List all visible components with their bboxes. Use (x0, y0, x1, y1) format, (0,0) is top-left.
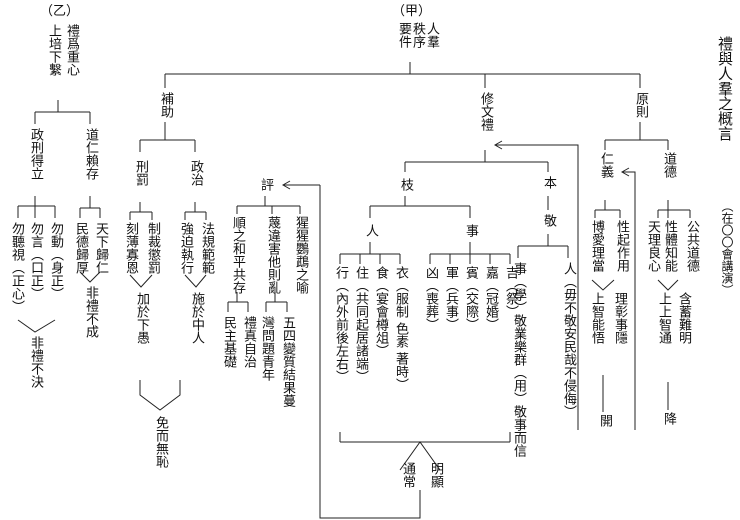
zhi-ren-item-2: 食（宴會樽俎） (373, 266, 388, 357)
zhengzhi-result: 施於中人 (189, 292, 204, 344)
diagram-subtitle: （在〇〇會講演） (720, 200, 734, 296)
ren-yi-label: 仁義 (598, 152, 613, 178)
xingfa-result: 加於下愚 (134, 292, 149, 344)
buzhu-label: 補助 (158, 92, 173, 118)
xingfa-col-b: 刻薄寡恩 (123, 222, 138, 274)
daoren-result: 非禮不成 (83, 286, 98, 338)
section-a-root-line-3: 要件 (396, 22, 411, 48)
section-a-mark: （甲） (392, 4, 432, 19)
ping-col-c: 順之和平共存 (230, 216, 245, 294)
ren-yi-result: 開 (597, 414, 612, 427)
zhengzhi-col-a: 法規範範 (199, 222, 214, 274)
daode-result: 降 (661, 412, 676, 425)
zhengzhi-label: 政治 (188, 160, 203, 186)
ben-col-a: 人（毋不敬安民哉不侵侮） (561, 262, 576, 418)
zhi-label: 枝 (398, 178, 413, 191)
ping-col-b: 蔑違害他則亂 (265, 216, 280, 294)
daode-col-b: 性體知能 (662, 220, 677, 272)
ren-yi-col-b: 博愛理當 (589, 220, 604, 272)
zhengxing-item-1: 勿動（身正） (48, 222, 63, 300)
daode-note-b: 上上智通 (656, 292, 671, 344)
ping-col-c-sub-b: 民主基礎 (221, 316, 236, 368)
ren-yi-note-b: 上智能悟 (589, 292, 604, 344)
daode-col-c: 天理良心 (645, 220, 660, 272)
section-b-root-line-2: 上培下繫 (46, 24, 61, 76)
jing-label: 敬 (541, 214, 556, 227)
ping-col-b-sub-a: 五四變質結果蔓 (280, 316, 295, 407)
zhi-note-a: 明顯 (428, 462, 443, 488)
ben-col-b: 事（學）敬業樂群（用）敬事而信 (511, 262, 526, 457)
zhi-ren-label: 人 (363, 224, 378, 237)
xingfa-label: 刑罰 (133, 160, 148, 186)
zhengxing-label: 政刑得立 (28, 128, 43, 180)
zhengxing-item-3: 勿聽視（正心） (9, 222, 24, 313)
section-a-root-line-1: 人羣 (424, 22, 439, 48)
xingfa-col-a: 制裁懲罰 (145, 222, 160, 274)
zhengxing-item-2: 勿言（口正） (28, 222, 43, 300)
ren-yi-note-a: 理彰事隱 (612, 292, 627, 344)
ping-col-c-sub-a: 禮真自治 (241, 316, 256, 368)
zhi-shi-item-5: 凶（喪葬） (423, 266, 438, 331)
ben-label: 本 (541, 176, 556, 189)
zhi-ren-item-1: 衣（服制 色素 著時） (393, 266, 408, 392)
ren-yi-col-a: 性起作用 (614, 220, 629, 272)
diagram-title: 禮與人羣之概言 (716, 36, 734, 141)
zhengxing-result: 非禮不決 (28, 336, 43, 388)
daode-note-a: 含蓄難明 (676, 292, 691, 344)
xiuwenli-label: 修文禮 (478, 92, 493, 131)
zhi-ren-item-3: 住（共同起居諸端） (353, 266, 368, 383)
section-b-root-line-1: 禮爲重心 (64, 24, 79, 76)
zhi-note-b: 通常 (400, 462, 415, 488)
zhi-shi-item-4: 軍（兵事） (443, 266, 458, 331)
section-b-mark: （乙） (40, 4, 80, 19)
ping-col-b-sub-b: 灣問題青年 (259, 316, 274, 381)
section-a-root-line-2: 秩序 (410, 22, 425, 48)
daode-col-a: 公共道德 (684, 220, 699, 272)
zhi-ren-item-4: 行（內外前後左右） (333, 266, 348, 383)
ping-col-a: 猩猩鸚鵡之喻 (293, 216, 308, 294)
zhi-shi-item-3: 賓（交際） (463, 266, 478, 331)
daode-label: 道德 (661, 152, 676, 178)
principle-label: 原則 (633, 92, 648, 118)
zhengzhi-col-b: 強迫執行 (178, 222, 193, 274)
ping-label: 評 (258, 178, 273, 191)
daoren-label: 道仁賴存 (83, 128, 98, 180)
buzhu-final: 免而無恥 (153, 416, 168, 468)
daoren-col-a: 天下歸仁 (93, 222, 108, 274)
zhi-shi-label: 事 (463, 224, 478, 237)
zhi-shi-item-2: 嘉（冠婚） (483, 266, 498, 331)
daoren-col-b: 民德歸厚 (73, 222, 88, 274)
zhi-shi-item-1: 吉（祭） (503, 266, 518, 318)
